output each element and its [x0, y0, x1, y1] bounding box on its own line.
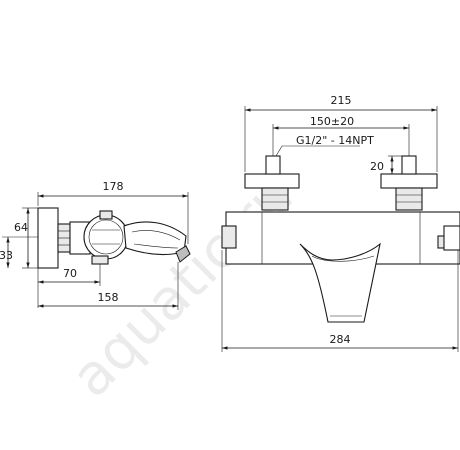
right-nut — [395, 187, 423, 211]
left-end-cap — [221, 225, 237, 249]
dim-side-outlet-offset: 70 — [63, 267, 77, 280]
wall-flange — [37, 207, 59, 269]
left-inlet — [265, 155, 281, 175]
dim-front-inlet-depth: 20 — [370, 160, 384, 173]
dim-front-total-width: 215 — [331, 94, 352, 107]
dim-side-projection: 158 — [98, 291, 119, 304]
right-inlet — [401, 155, 417, 175]
thermostat-knob — [83, 214, 129, 260]
dim-front-thread: G1/2" - 14NPT — [296, 134, 374, 147]
bottom-outlet — [91, 255, 109, 265]
front-spout — [299, 242, 381, 323]
side-view: 178 64 33 70 158 — [0, 180, 191, 310]
mixer-body — [225, 211, 460, 265]
dim-side-total-length: 178 — [103, 180, 124, 193]
dim-front-body-length: 284 — [330, 333, 351, 346]
dim-side-axis-height: 33 — [0, 249, 13, 262]
right-flange — [380, 173, 438, 189]
dim-front-inlet-spacing: 150±20 — [310, 115, 354, 128]
side-aerator — [175, 245, 191, 263]
left-nut — [261, 187, 289, 211]
left-flange — [244, 173, 300, 189]
dim-side-height: 64 — [14, 221, 28, 234]
front-view: 215 150±20 G1/2" - 14NPT 20 284 — [221, 94, 460, 352]
side-spout — [123, 221, 187, 256]
top-screw — [99, 210, 113, 220]
